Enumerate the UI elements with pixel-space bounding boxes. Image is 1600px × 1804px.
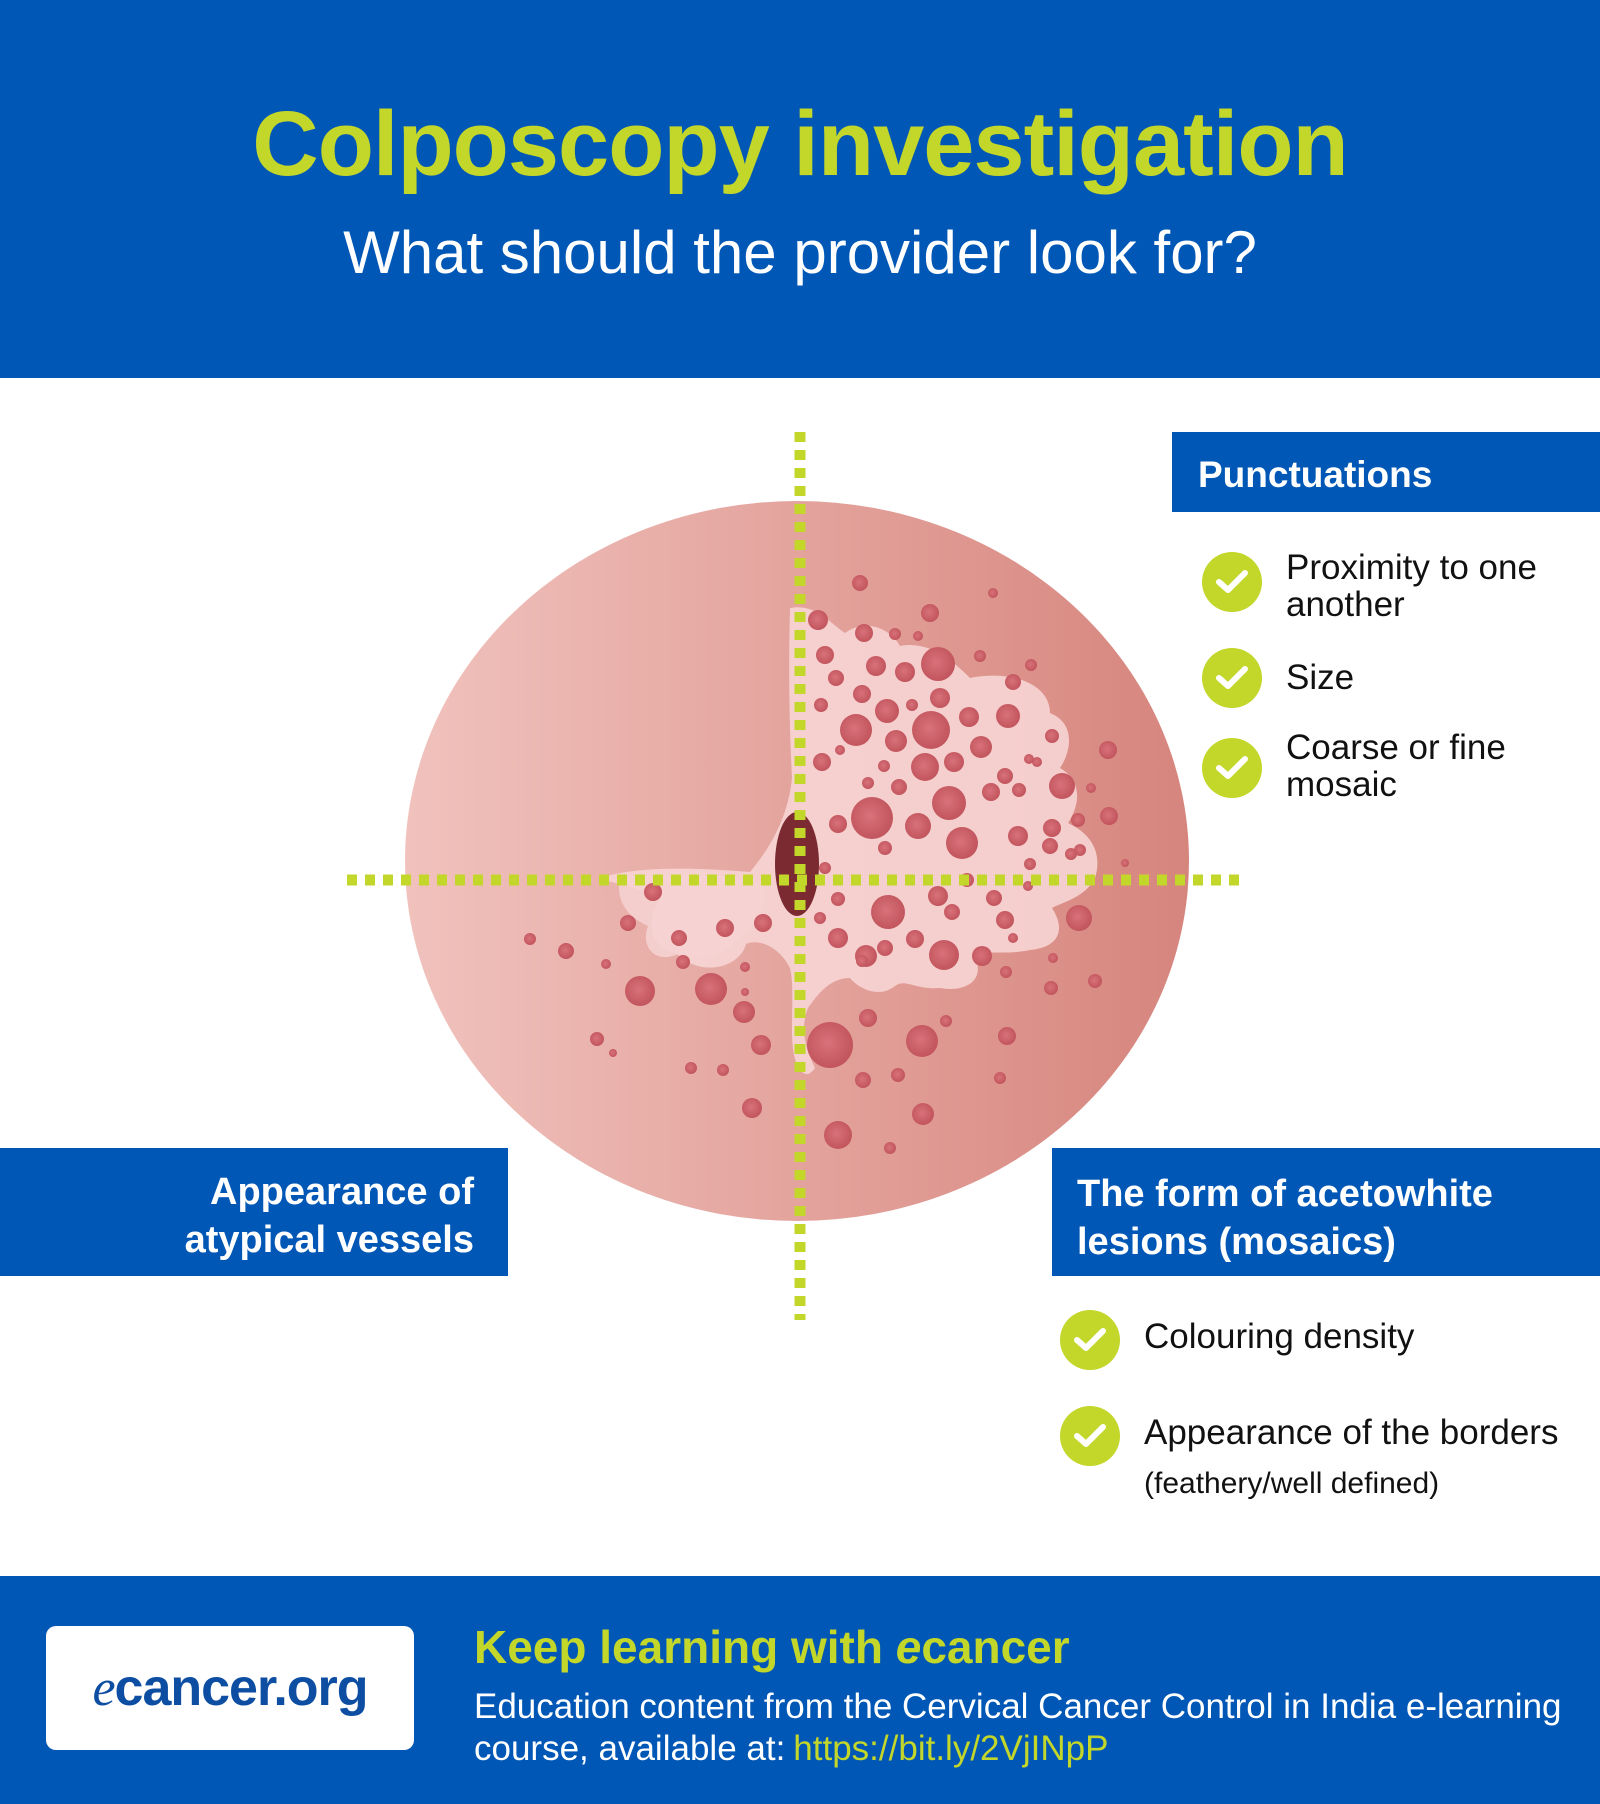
punctuation-spots xyxy=(524,575,1129,1154)
header-banner: Colposcopy investigation What should the… xyxy=(0,0,1600,378)
atypical-vessels-text: Appearance of atypical vessels xyxy=(184,1171,474,1261)
atypical-vessels-label: Appearance of atypical vessels xyxy=(0,1148,508,1276)
check-icon xyxy=(1202,648,1262,708)
checklist-item-text: Size xyxy=(1286,658,1355,697)
acetowhite-lesions-text: The form of acetowhite lesions (mosaics) xyxy=(1077,1173,1493,1263)
footer-heading: Keep learning with ecancer xyxy=(474,1621,1070,1673)
logo-text: ecancer.org xyxy=(92,1659,368,1717)
checklist-item: Coarse or fine mosaic xyxy=(1202,729,1556,803)
checklist-item: Proximity to one another xyxy=(1202,548,1592,624)
checklist-item: Size xyxy=(1202,648,1354,708)
page-subtitle: What should the provider look for? xyxy=(343,219,1257,286)
checklist-item-text: Colouring density xyxy=(1144,1317,1415,1356)
acetowhite-checklist: Colouring density Appearance of the bord… xyxy=(1060,1310,1580,1510)
checklist-item-text: Appearance of the borders (feathery/well… xyxy=(1144,1414,1558,1502)
punctuations-checklist: Proximity to one another Size Coarse or … xyxy=(1202,548,1592,810)
check-icon xyxy=(1202,738,1262,798)
cervix-illustration xyxy=(0,378,1600,1578)
check-icon xyxy=(1060,1406,1120,1466)
footer-description: Education content from the Cervical Canc… xyxy=(474,1687,1562,1768)
check-icon xyxy=(1060,1310,1120,1370)
punctuations-label: Punctuations xyxy=(1172,432,1600,512)
check-icon xyxy=(1202,552,1262,612)
checklist-item-text: Proximity to one another xyxy=(1286,548,1537,624)
course-link[interactable]: https://bit.ly/2VjINpP xyxy=(793,1729,1109,1768)
page-title: Colposcopy investigation xyxy=(252,93,1348,195)
checklist-item: Appearance of the borders (feathery/well… xyxy=(1060,1406,1558,1502)
checklist-item: Colouring density xyxy=(1060,1310,1414,1370)
ecancer-logo[interactable]: ecancer.org xyxy=(46,1626,414,1750)
checklist-item-label: Appearance of the borders xyxy=(1144,1413,1559,1452)
checklist-item-subtext: (feathery/well defined) xyxy=(1144,1467,1440,1500)
footer-banner: ecancer.org Keep learning with ecancer E… xyxy=(0,1576,1600,1804)
acetowhite-lesions-label: The form of acetowhite lesions (mosaics) xyxy=(1052,1148,1600,1276)
cervix-svg xyxy=(347,432,1240,1320)
checklist-item-text: Coarse or fine mosaic xyxy=(1286,728,1506,804)
